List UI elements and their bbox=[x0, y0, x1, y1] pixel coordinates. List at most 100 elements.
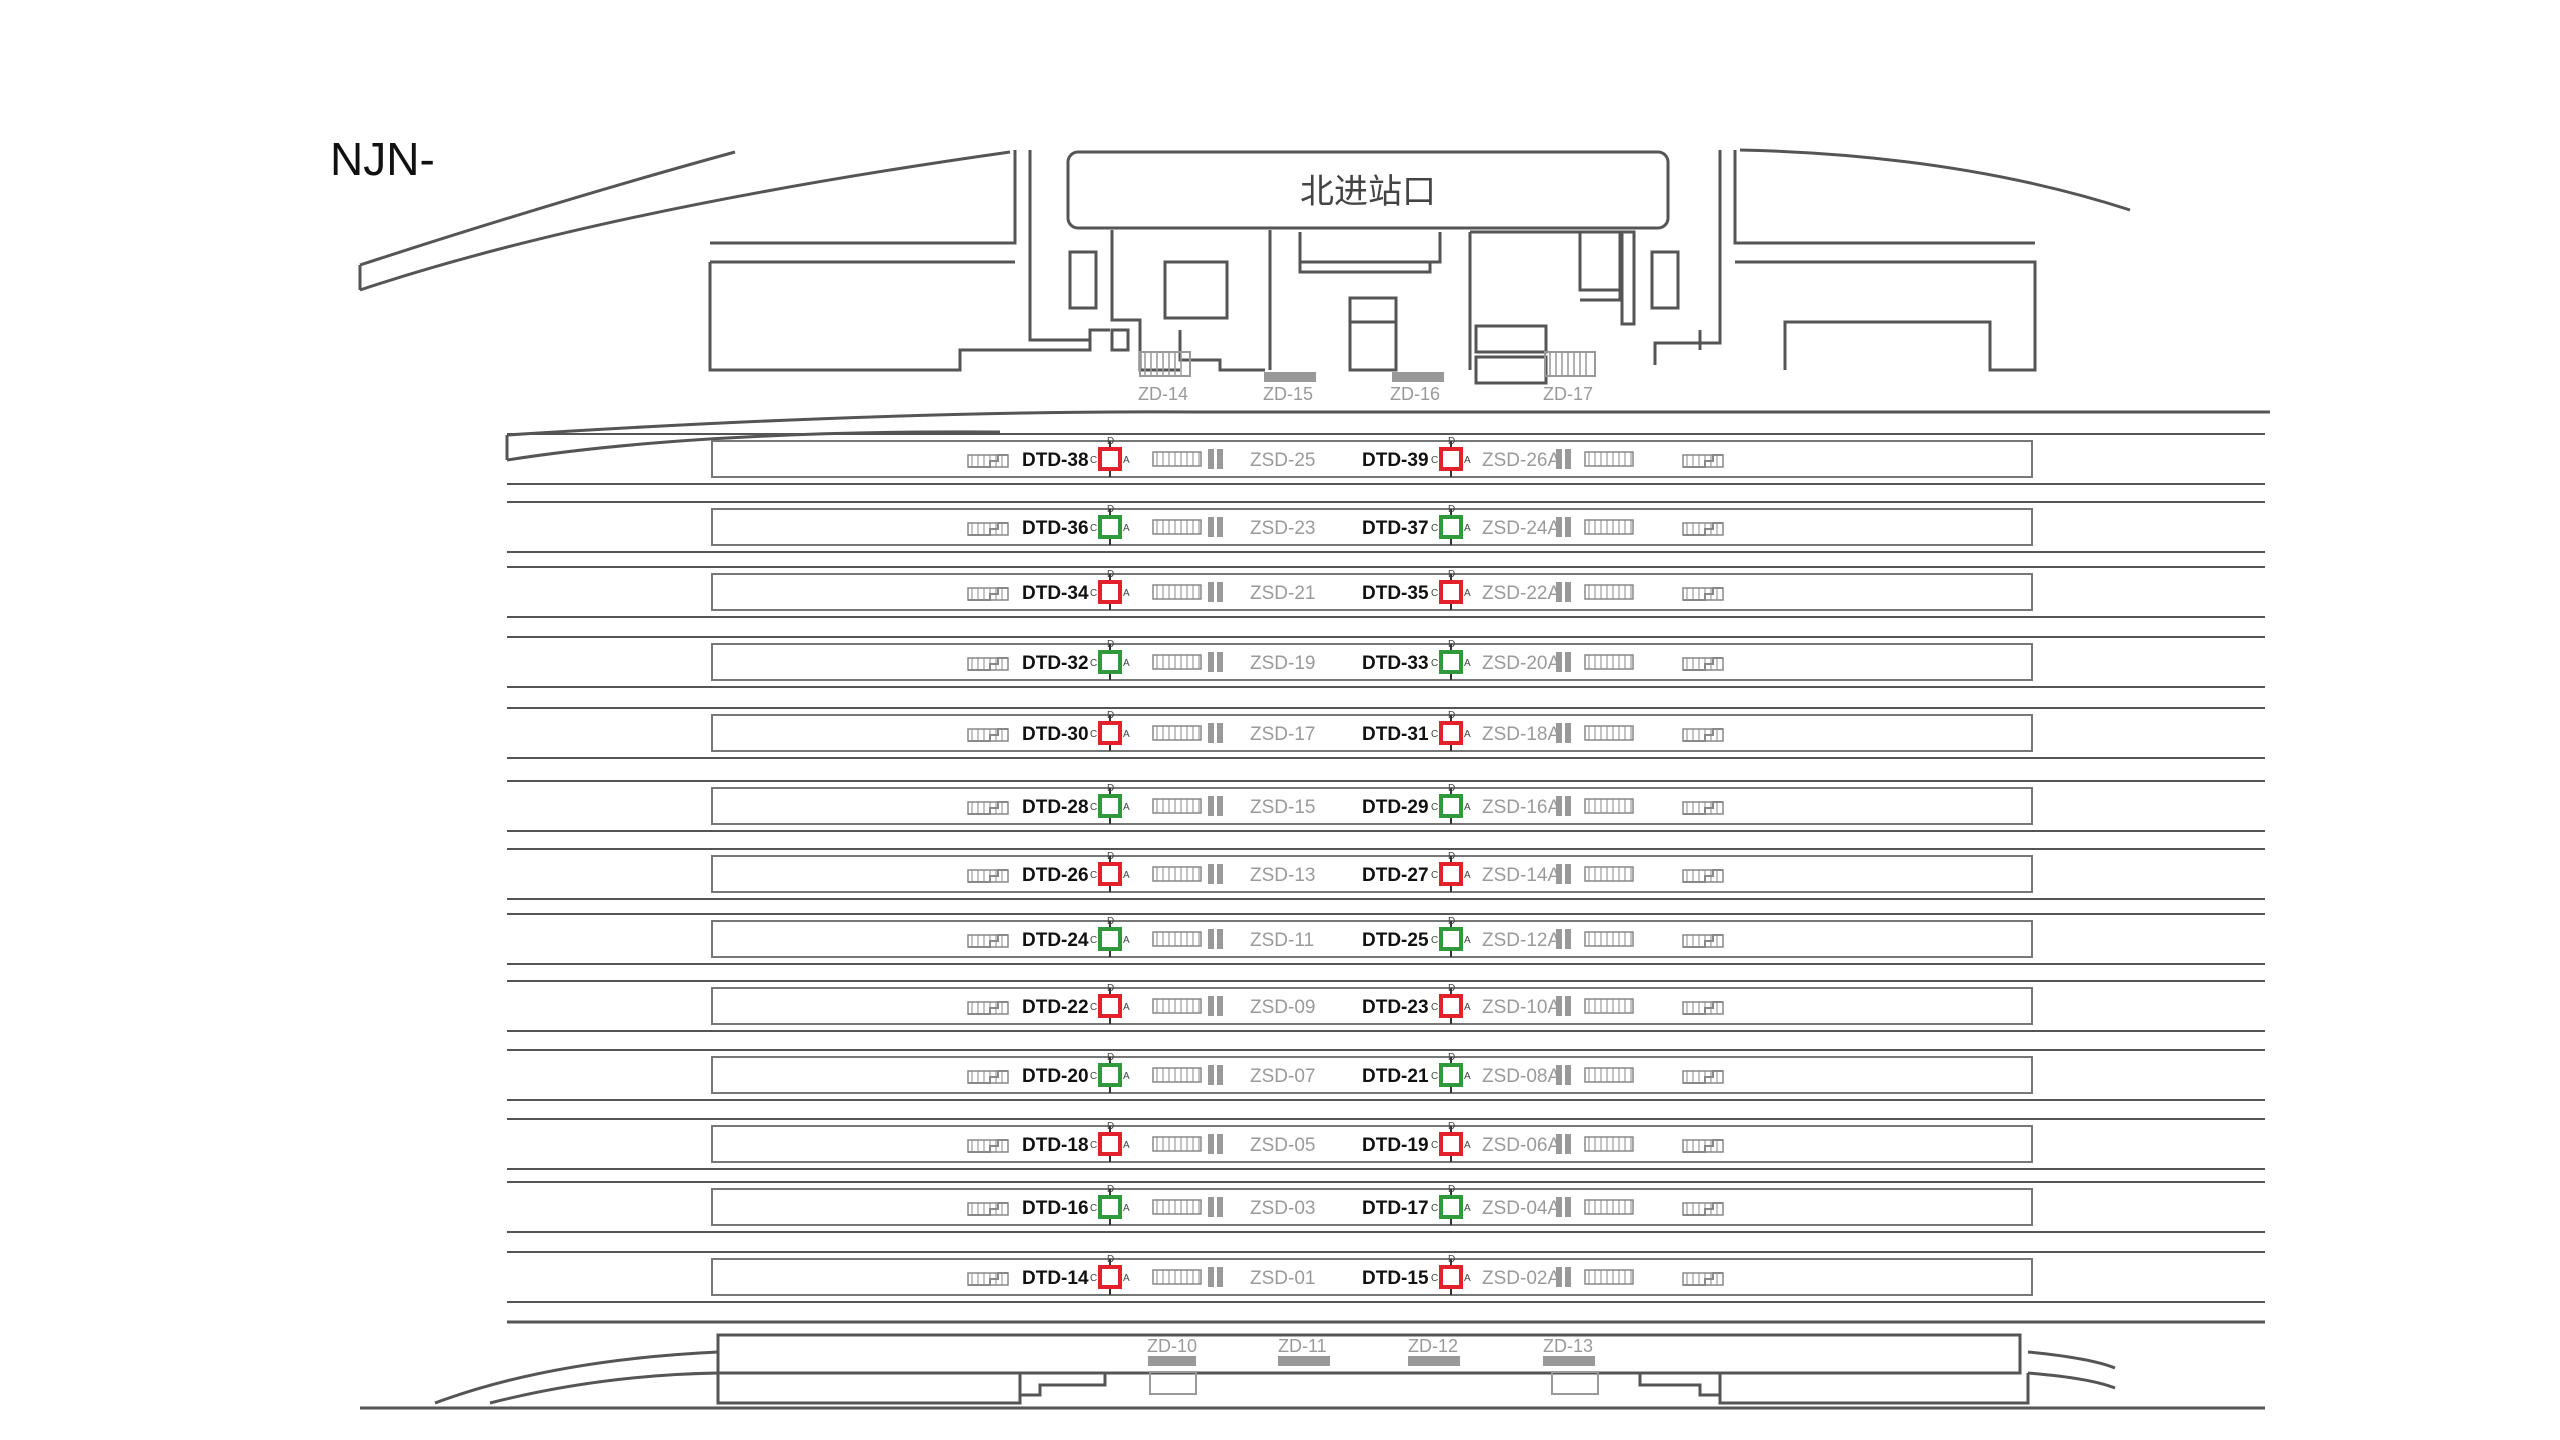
marker-letter: D bbox=[1448, 504, 1455, 515]
dtd-label: DTD-26 bbox=[1022, 865, 1089, 886]
escalator-icon bbox=[1584, 725, 1634, 741]
dtd-label: DTD-20 bbox=[1022, 1066, 1089, 1087]
marker-letter: D bbox=[1448, 569, 1455, 580]
gate-bars-icon bbox=[1208, 1134, 1223, 1154]
zsd-label: ZSD-10A bbox=[1482, 997, 1560, 1018]
stairs-icon bbox=[1682, 728, 1724, 742]
escalator-icon bbox=[1584, 998, 1634, 1014]
dtd-label: DTD-28 bbox=[1022, 797, 1089, 818]
zsd-label: ZSD-09 bbox=[1250, 997, 1315, 1018]
escalator-icon bbox=[1152, 519, 1202, 535]
elevator-marker-red: DC A bbox=[1431, 569, 1471, 610]
marker-letter: A bbox=[1123, 870, 1130, 881]
marker-letter: A bbox=[1123, 523, 1130, 534]
platform-rect bbox=[711, 855, 2033, 893]
stairs-icon bbox=[967, 1139, 1009, 1153]
zsd-label: ZSD-01 bbox=[1250, 1268, 1315, 1289]
escalator-icon bbox=[1584, 1199, 1634, 1215]
marker-letter: D bbox=[1107, 916, 1114, 927]
gate-bars-icon bbox=[1556, 1065, 1571, 1085]
marker-letter: A bbox=[1464, 1071, 1471, 1082]
marker-letter: C bbox=[1431, 802, 1438, 813]
stairs-icon bbox=[967, 522, 1009, 536]
marker-letter: A bbox=[1123, 588, 1130, 599]
elevator-marker-green: DC A bbox=[1431, 783, 1471, 824]
marker-letter: A bbox=[1464, 588, 1471, 599]
gate-bars-icon bbox=[1556, 1134, 1571, 1154]
zsd-label: ZSD-08A bbox=[1482, 1066, 1560, 1087]
marker-letter: C bbox=[1090, 1140, 1097, 1151]
gate-bars-icon bbox=[1556, 1197, 1571, 1217]
marker-letter: C bbox=[1431, 455, 1438, 466]
stairs-icon bbox=[1682, 454, 1724, 468]
dtd-label: DTD-39 bbox=[1362, 450, 1429, 471]
escalator-icon bbox=[1152, 584, 1202, 600]
dtd-label: DTD-29 bbox=[1362, 797, 1429, 818]
gate-bars-icon bbox=[1556, 652, 1571, 672]
marker-letter: C bbox=[1431, 1273, 1438, 1284]
escalator-icon bbox=[1584, 519, 1634, 535]
gate-bars-icon bbox=[1556, 723, 1571, 743]
dtd-label: DTD-18 bbox=[1022, 1135, 1089, 1156]
dtd-label: DTD-17 bbox=[1362, 1198, 1429, 1219]
marker-letter: D bbox=[1107, 783, 1114, 794]
stairs-icon bbox=[967, 657, 1009, 671]
platform-rect bbox=[711, 573, 2033, 611]
marker-letter: A bbox=[1123, 1071, 1130, 1082]
stairs-icon bbox=[967, 869, 1009, 883]
gate-bars-icon bbox=[1208, 449, 1223, 469]
zsd-label: ZSD-05 bbox=[1250, 1135, 1315, 1156]
platform-rect bbox=[711, 1188, 2033, 1226]
dtd-label: DTD-16 bbox=[1022, 1198, 1089, 1219]
marker-letter: D bbox=[1107, 569, 1114, 580]
marker-letter: A bbox=[1464, 802, 1471, 813]
marker-letter: A bbox=[1123, 1002, 1130, 1013]
zd-top-markers: ZD-14 ZD-15 ZD-16 ZD-17 bbox=[1138, 351, 1596, 404]
marker-letter: C bbox=[1431, 588, 1438, 599]
marker-letter: D bbox=[1448, 436, 1455, 447]
zd-bottom-label: ZD-10 bbox=[1147, 1336, 1197, 1356]
marker-letter: D bbox=[1448, 1052, 1455, 1063]
gate-bars-icon bbox=[1556, 582, 1571, 602]
zsd-label: ZSD-12A bbox=[1482, 930, 1560, 951]
marker-letter: D bbox=[1107, 1254, 1114, 1265]
gate-bars-icon bbox=[1208, 996, 1223, 1016]
marker-letter: A bbox=[1123, 1273, 1130, 1284]
marker-letter: A bbox=[1123, 1140, 1130, 1151]
zsd-label: ZSD-04A bbox=[1482, 1198, 1560, 1219]
marker-letter: D bbox=[1448, 710, 1455, 721]
marker-letter: A bbox=[1464, 523, 1471, 534]
marker-letter: C bbox=[1431, 729, 1438, 740]
gate-bars-icon bbox=[1556, 449, 1571, 469]
dtd-label: DTD-21 bbox=[1362, 1066, 1429, 1087]
stairs-icon bbox=[1682, 801, 1724, 815]
marker-letter: D bbox=[1107, 639, 1114, 650]
escalator-icon bbox=[1152, 654, 1202, 670]
dtd-label: DTD-32 bbox=[1022, 653, 1089, 674]
dtd-label: DTD-23 bbox=[1362, 997, 1429, 1018]
marker-letter: D bbox=[1448, 783, 1455, 794]
stairs-icon bbox=[1682, 657, 1724, 671]
marker-letter: A bbox=[1464, 1203, 1471, 1214]
marker-letter: C bbox=[1090, 1002, 1097, 1013]
marker-letter: C bbox=[1090, 935, 1097, 946]
marker-letter: D bbox=[1107, 710, 1114, 721]
marker-letter: C bbox=[1431, 1140, 1438, 1151]
zsd-label: ZSD-23 bbox=[1250, 518, 1315, 539]
stairs-icon bbox=[967, 1001, 1009, 1015]
